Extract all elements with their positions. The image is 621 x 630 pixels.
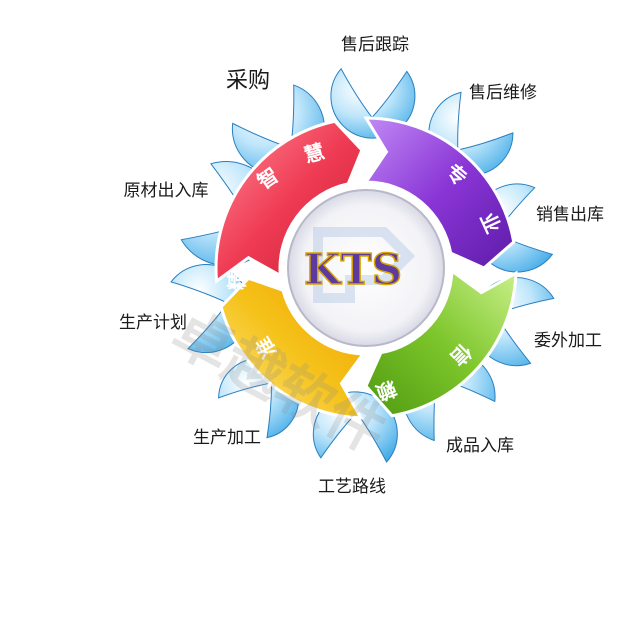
bubble-label: 销售出库: [536, 205, 604, 225]
bubble-label: 原材出入库: [124, 181, 209, 201]
center-label: KTS: [304, 245, 402, 294]
segment-char: 精: [225, 270, 249, 290]
bubble-label: 售后跟踪: [341, 35, 409, 55]
bubble-label: 成品入库: [446, 436, 514, 456]
segment-green: [364, 268, 518, 418]
bubble-label: 生产加工: [193, 428, 261, 448]
bubble-label: 生产计划: [119, 313, 187, 333]
center-hub: [287, 189, 445, 347]
hub-logo-mark: [313, 227, 416, 303]
cycle-ring: [214, 116, 518, 420]
segment-red: [214, 119, 364, 284]
bubble-label: 售后维修: [469, 83, 537, 103]
bubble-label: 采购: [226, 69, 270, 94]
segment-yellow: [219, 276, 366, 420]
segment-purple: [363, 116, 516, 270]
bubble-label: 工艺路线: [318, 477, 386, 497]
bubble-label: 委外加工: [534, 331, 602, 351]
